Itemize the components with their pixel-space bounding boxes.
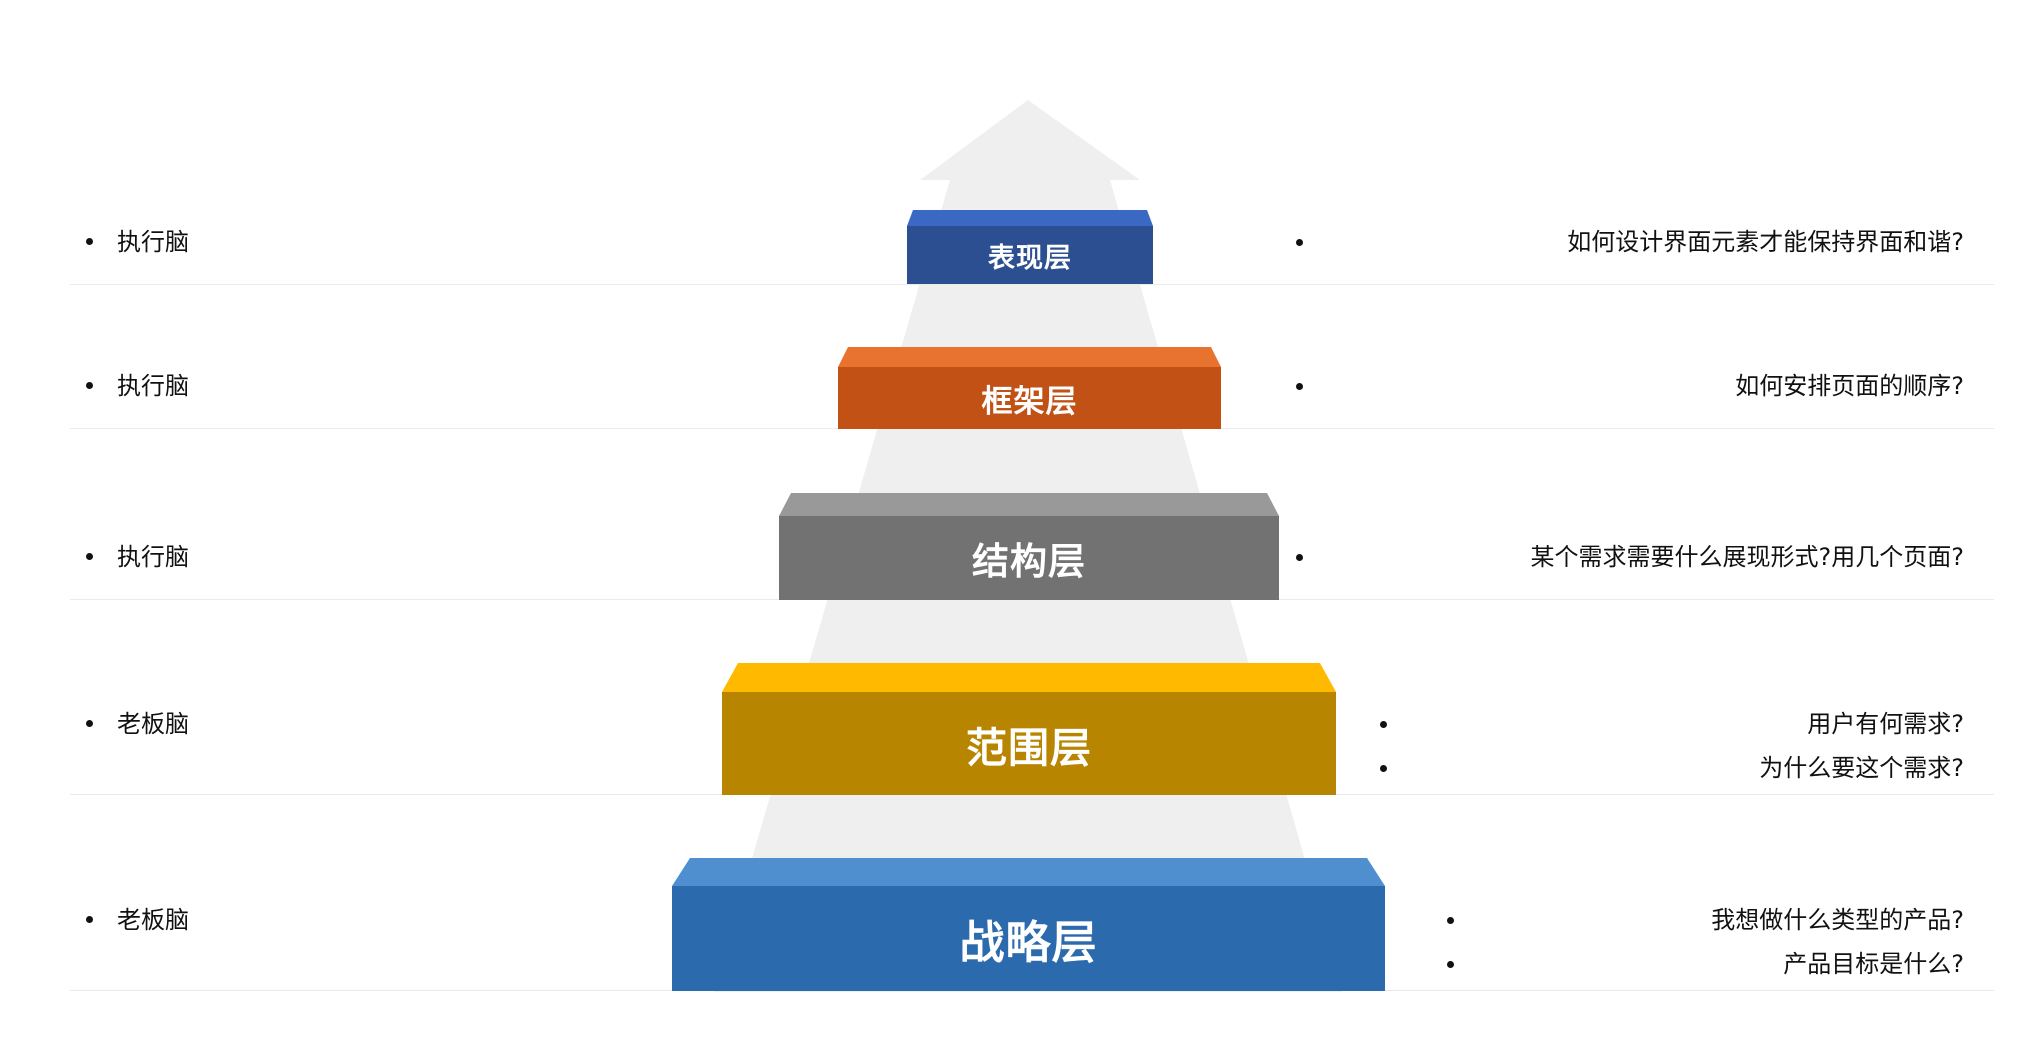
bullet-icon <box>1447 961 1454 968</box>
bullet-icon <box>86 237 93 245</box>
bullet-icon <box>1447 917 1454 924</box>
layer-label: 范围层 <box>722 692 1336 795</box>
block-top-face <box>672 858 1385 886</box>
right-list-item: 如何安排页面的顺序? <box>1735 372 1964 400</box>
bullet-icon <box>86 719 93 727</box>
bullet-icon <box>86 915 93 923</box>
left-list-item: 执行脑 <box>86 540 189 574</box>
right-list-item: 产品目标是什么? <box>1783 950 1964 978</box>
layer-block-strategy: 战略层 <box>672 858 1385 991</box>
layer-label: 表现层 <box>907 226 1153 284</box>
layer-block-scope: 范围层 <box>722 663 1336 795</box>
layer-block-framework: 框架层 <box>838 347 1221 429</box>
block-top-face <box>838 347 1221 367</box>
bullet-icon <box>86 381 93 389</box>
right-list-item: 用户有何需求? <box>1807 710 1964 738</box>
right-list-item: 如何设计界面元素才能保持界面和谐? <box>1567 228 1964 256</box>
left-list-item: 执行脑 <box>86 369 189 403</box>
block-top-face <box>722 663 1336 692</box>
bullet-icon <box>1296 554 1303 561</box>
layer-label: 战略层 <box>672 886 1385 991</box>
bullet-icon <box>1380 765 1387 772</box>
left-list-item: 老板脑 <box>86 903 189 937</box>
bullet-icon <box>1296 383 1303 390</box>
layer-block-presentation: 表现层 <box>907 210 1153 284</box>
layer-label: 结构层 <box>779 516 1279 600</box>
right-list-item: 某个需求需要什么展现形式?用几个页面? <box>1530 543 1964 571</box>
layer-block-structure: 结构层 <box>779 493 1279 600</box>
divider-line <box>70 284 1994 285</box>
bullet-icon <box>1296 239 1303 246</box>
left-list-item: 老板脑 <box>86 707 189 741</box>
layer-label: 框架层 <box>838 367 1221 429</box>
bullet-icon <box>86 552 93 560</box>
block-top-face <box>907 210 1153 226</box>
left-list-item: 执行脑 <box>86 225 189 259</box>
right-list-item: 为什么要这个需求? <box>1759 754 1964 782</box>
bullet-icon <box>1380 721 1387 728</box>
block-top-face <box>779 493 1279 516</box>
right-list-item: 我想做什么类型的产品? <box>1711 906 1964 934</box>
